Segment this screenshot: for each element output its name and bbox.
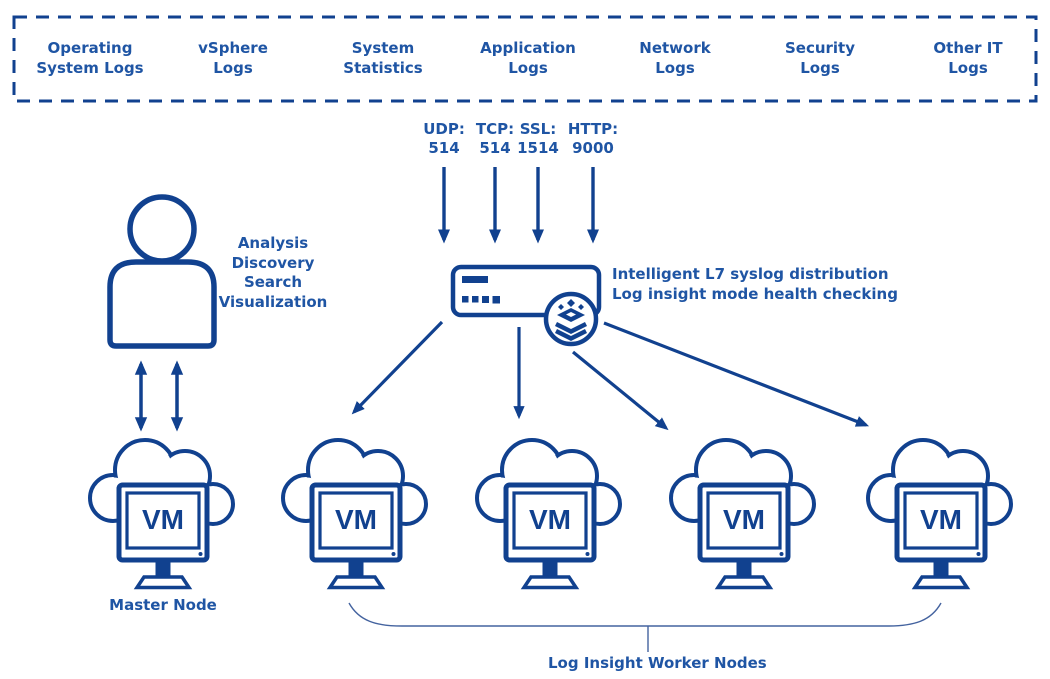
log-source-line1: vSphere	[198, 39, 268, 57]
note-line2: Log insight mode health checking	[612, 285, 898, 303]
log-source-line2: Statistics	[343, 58, 423, 77]
load-balancer-icon	[450, 264, 602, 347]
log-source-line2: System Logs	[36, 58, 144, 77]
person-head	[127, 194, 197, 264]
worker-node-icon-2: VM	[474, 436, 634, 590]
worker-nodes-brace	[348, 602, 942, 652]
appliance-slot	[462, 276, 488, 283]
person-icon	[107, 194, 217, 349]
port-number: 514	[479, 138, 511, 157]
log-source-line2: Logs	[508, 58, 548, 77]
log-source-label: Security Logs	[747, 39, 893, 78]
log-source-line2: Logs	[213, 58, 253, 77]
vm-label: VM	[142, 504, 184, 535]
worker-nodes-label: Log Insight Worker Nodes	[548, 654, 767, 672]
capability: Analysis	[237, 234, 309, 252]
worker-node-icon-3: VM	[668, 436, 828, 590]
port-number: 9000	[572, 138, 614, 157]
port-label-tcp: TCP: 514	[450, 120, 540, 157]
log-source-line2: Logs	[800, 58, 840, 77]
log-source-label: Application Logs	[455, 39, 601, 78]
log-source-line1: System	[351, 39, 415, 57]
port-label-udp: UDP: 514	[399, 120, 489, 157]
log-source-line1: Security	[784, 39, 856, 57]
capability: Visualization	[218, 293, 328, 312]
log-source-line1: Other IT	[933, 39, 1003, 57]
distribute-arrow-worker3	[571, 350, 669, 431]
port-protocol: SSL:	[519, 120, 557, 138]
load-balancer-note: Intelligent L7 syslog distribution Log i…	[612, 264, 898, 304]
port-number: 1514	[517, 138, 559, 157]
log-source-label: System Statistics	[310, 39, 456, 78]
note-line1: Intelligent L7 syslog distribution	[612, 265, 889, 283]
capability: Search	[243, 273, 303, 292]
port-protocol: TCP:	[475, 120, 515, 138]
log-source-line2: Logs	[655, 58, 695, 77]
person-body	[107, 259, 217, 349]
layered-stack-icon	[554, 299, 588, 342]
appliance-led-squares	[462, 296, 500, 304]
log-sources-box	[12, 15, 1038, 103]
master-node-icon: VM	[87, 436, 247, 590]
worker-node-icon-4: VM	[865, 436, 1025, 590]
log-source-label: Network Logs	[602, 39, 748, 78]
capability: Discovery	[231, 253, 315, 272]
log-source-label: vSphere Logs	[160, 39, 306, 78]
log-source-line1: Operating	[47, 39, 133, 57]
log-source-label: Other IT Logs	[895, 39, 1041, 78]
vm-label: VM	[335, 504, 377, 535]
log-source-line1: Network	[639, 39, 711, 57]
port-label-ssl: SSL: 1514	[493, 120, 583, 157]
log-source-label: Operating System Logs	[17, 39, 163, 78]
user-capabilities: Analysis Discovery Search Visualization	[203, 234, 343, 313]
worker-node-icon-1: VM	[280, 436, 440, 590]
log-source-line2: Logs	[948, 58, 988, 77]
port-protocol: UDP:	[423, 120, 465, 138]
log-source-line1: Application	[480, 39, 576, 57]
port-protocol: HTTP:	[567, 120, 619, 138]
port-number: 514	[428, 138, 460, 157]
vm-label: VM	[529, 504, 571, 535]
vm-label: VM	[920, 504, 962, 535]
port-label-http: HTTP: 9000	[548, 120, 638, 157]
distribute-arrow-worker4	[603, 321, 870, 427]
distribute-arrow-worker1	[351, 320, 444, 415]
master-node-label: Master Node	[109, 596, 217, 614]
vm-label: VM	[723, 504, 765, 535]
